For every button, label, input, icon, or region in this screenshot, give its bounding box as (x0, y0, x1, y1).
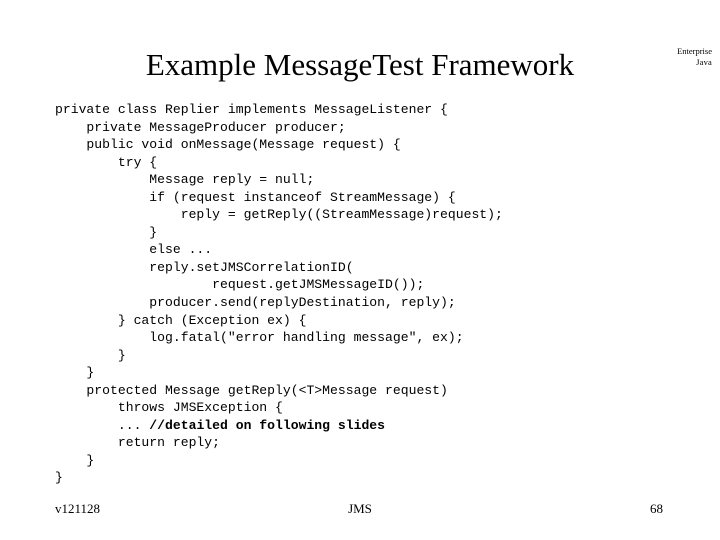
code-line: producer.send(replyDestination, reply); (55, 295, 456, 311)
code-line: try { (55, 154, 158, 170)
code-text: ... (55, 417, 150, 433)
code-line: reply.setJMSCorrelationID( (55, 259, 354, 275)
code-line: ... //detailed on following slides (55, 417, 675, 435)
code-line: } catch (Exception ex) { (55, 312, 307, 328)
code-line: request.getJMSMessageID()); (55, 277, 425, 293)
code-listing: private class Replier implements Message… (55, 101, 675, 487)
footer-topic: JMS (348, 501, 372, 516)
slide-title-row: Example MessageTest Framework (0, 38, 720, 90)
code-line: protected Message getReply(<T>Message re… (55, 382, 448, 398)
code-comment-emphasis: //detailed on following slides (149, 417, 386, 433)
code-line: } (55, 470, 63, 486)
logo-line-enterprise: Enterprise (677, 46, 712, 56)
code-line: } (55, 347, 126, 363)
code-line: private MessageProducer producer; (55, 119, 346, 135)
page-title: Example MessageTest Framework (145, 46, 575, 82)
code-line: } (55, 224, 158, 240)
code-line: Message reply = null; (55, 172, 315, 188)
code-line: if (request instanceof StreamMessage) { (55, 189, 456, 205)
footer-page-number: 68 (650, 501, 663, 516)
code-line: log.fatal("error handling message", ex); (55, 330, 464, 346)
code-line: } (55, 452, 95, 468)
code-line: throws JMSException { (55, 400, 283, 416)
enterprise-java-logo: Enterprise Java (620, 46, 712, 67)
logo-line-java: Java (696, 56, 712, 67)
code-line: } (55, 365, 95, 381)
slide-footer: v121128 JMS 68 (0, 500, 720, 518)
code-line: private class Replier implements Message… (55, 102, 448, 117)
code-line: else ... (55, 242, 213, 258)
code-line: reply = getReply((StreamMessage)request)… (55, 207, 503, 223)
code-line: return reply; (55, 435, 221, 451)
footer-version: v121128 (55, 501, 101, 516)
code-line: public void onMessage(Message request) { (55, 137, 401, 153)
